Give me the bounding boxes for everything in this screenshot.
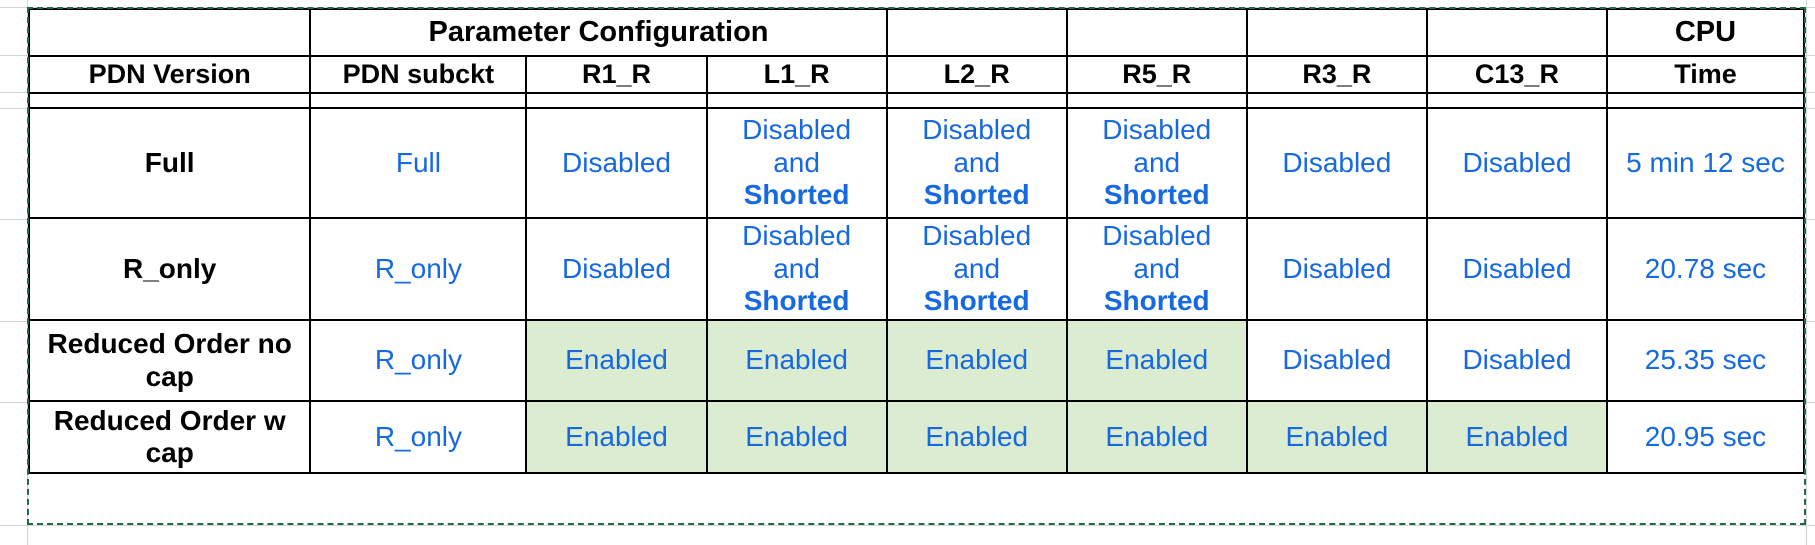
cell-pdn-version: Reduced Order no cap [27,319,312,402]
cell-cpu-time: 5 min 12 sec [1605,107,1806,219]
group-header-spacer-l2 [885,8,1068,57]
cell-l1-r: Disabled and Shorted [705,107,888,219]
cell-line-3: Shorted [1103,285,1210,317]
cell-line-1: Disabled [1102,114,1212,146]
cell-pdn-subckt: R_only [309,400,528,474]
cell-pdn-subckt: R_only [309,217,528,321]
column-header-r5-r: R5_R [1065,55,1248,94]
sheet-gridline [1806,0,1807,545]
table-spacer-row [27,92,1806,109]
table-group-header-row: Parameter Configuration CPU [27,8,1806,57]
spacer-cell [705,92,888,109]
sheet-gridline [0,525,1815,526]
table-row[interactable]: R_only R_only Disabled Disabled and Shor… [27,217,1806,321]
cell-line-2: and [1133,146,1181,178]
cell-r3-r: Enabled [1245,400,1428,474]
table-header-row: PDN Version PDN subckt R1_R L1_R L2_R R5… [27,55,1806,94]
cell-line-3: Shorted [1103,179,1210,211]
group-header-blank-cell [27,8,312,57]
column-header-l2-r: L2_R [885,55,1068,94]
spacer-cell [525,92,708,109]
cell-l1-r: Disabled and Shorted [705,217,888,321]
spacer-cell [1605,92,1806,109]
cell-r1-r: Enabled [525,319,708,402]
cell-pdn-version: Reduced Order w cap [27,400,312,474]
column-header-r1-r: R1_R [525,55,708,94]
spacer-cell [1425,92,1608,109]
cell-r5-r: Enabled [1065,400,1248,474]
cell-pdn-subckt: Full [309,107,528,219]
parameter-configuration-table[interactable]: Parameter Configuration CPU PDN Version … [27,8,1806,474]
cell-l2-r: Enabled [885,400,1068,474]
cell-r3-r: Disabled [1245,319,1428,402]
cell-cpu-time: 25.35 sec [1605,319,1806,402]
cell-line-2: and [773,146,820,178]
cell-cpu-time: 20.95 sec [1605,400,1806,474]
cell-l1-r: Enabled [705,400,888,474]
cell-line-3: Shorted [743,285,850,317]
cell-r5-r: Disabled and Shorted [1065,217,1248,321]
spacer-cell [27,92,312,109]
cell-l2-r: Disabled and Shorted [885,107,1068,219]
cell-r3-r: Disabled [1245,107,1428,219]
group-header-spacer-r5 [1065,8,1248,57]
cell-pdn-subckt: R_only [309,319,528,402]
spacer-cell [1065,92,1248,109]
spacer-cell [1245,92,1428,109]
cell-l2-r: Enabled [885,319,1068,402]
cell-line-1: Disabled [742,220,852,252]
cell-pdn-version: Full [27,107,312,219]
group-header-spacer-c13 [1425,8,1608,57]
cell-line-1: Disabled [922,220,1032,252]
cell-l1-r: Enabled [705,319,888,402]
column-header-l1-r: L1_R [705,55,888,94]
cell-r1-r: Disabled [525,217,708,321]
cell-line-1: Disabled [1102,220,1212,252]
cell-line-3: Shorted [743,179,850,211]
cell-line-3: Shorted [923,285,1030,317]
column-header-cpu-time: Time [1605,55,1806,94]
cell-r5-r: Enabled [1065,319,1248,402]
table-row[interactable]: Reduced Order w cap R_only Enabled Enabl… [27,400,1806,474]
spacer-cell [309,92,528,109]
cell-pdn-version: R_only [27,217,312,321]
column-header-pdn-version: PDN Version [27,55,312,94]
cell-line-2: and [1133,252,1181,284]
group-header-spacer-r3 [1245,8,1428,57]
cell-r1-r: Enabled [525,400,708,474]
column-header-r3-r: R3_R [1245,55,1428,94]
cell-c13-r: Disabled [1425,319,1608,402]
cell-cpu-time: 20.78 sec [1605,217,1806,321]
table-row[interactable]: Reduced Order no cap R_only Enabled Enab… [27,319,1806,402]
column-header-pdn-subckt: PDN subckt [309,55,528,94]
cell-line-2: and [773,252,820,284]
column-header-c13-r: C13_R [1425,55,1608,94]
cell-line-2: and [953,252,1001,284]
cell-l2-r: Disabled and Shorted [885,217,1068,321]
cell-line-1: Disabled [742,114,852,146]
spacer-cell [885,92,1068,109]
cell-r1-r: Disabled [525,107,708,219]
cell-r5-r: Disabled and Shorted [1065,107,1248,219]
cell-r3-r: Disabled [1245,217,1428,321]
cell-line-1: Disabled [922,114,1032,146]
cell-c13-r: Disabled [1425,107,1608,219]
cell-line-2: and [953,146,1001,178]
cell-line-3: Shorted [923,179,1030,211]
group-header-parameter-configuration: Parameter Configuration [309,8,888,57]
cell-c13-r: Disabled [1425,217,1608,321]
table-row[interactable]: Full Full Disabled Disabled and Shorted … [27,107,1806,219]
group-header-cpu: CPU [1605,8,1806,57]
cell-c13-r: Enabled [1425,400,1608,474]
